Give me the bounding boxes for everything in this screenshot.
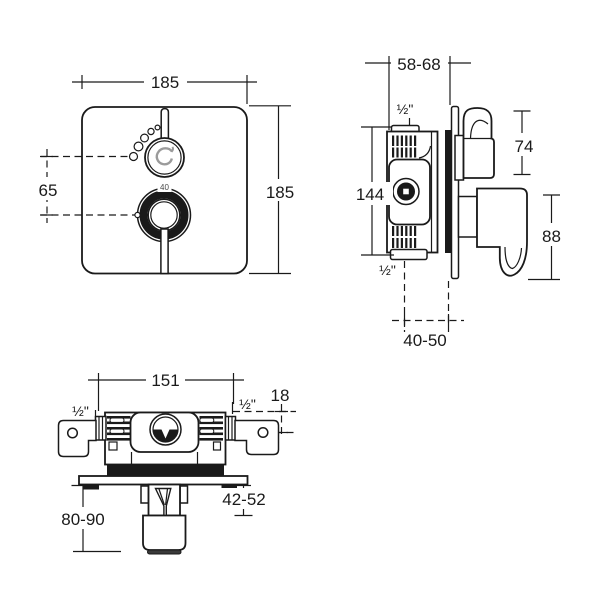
diverter-knob-inner (147, 140, 182, 175)
lower-handle-side (457, 187, 528, 277)
temperature-stem-bottom (160, 228, 169, 275)
diverter-stem-top (160, 107, 170, 143)
upper-handle-label: 74 (515, 137, 534, 156)
dim-lower-handle: 88 (528, 194, 564, 281)
bracket-hole-right (257, 426, 269, 439)
side-top-connection-label: ½" (397, 101, 414, 117)
plate-foot-right (221, 484, 237, 490)
bracket-hole-left (66, 427, 79, 439)
bracket-offset-label: 18 (271, 386, 290, 405)
thread-block-left (107, 416, 131, 451)
thread-texture-top (392, 135, 432, 159)
wall-gasket-side (445, 130, 452, 253)
dim-front-width: 185 (72, 71, 257, 104)
recess-depth-label: 58-68 (397, 55, 440, 74)
seal-gasket-plan (107, 465, 224, 476)
plate-foot-left (83, 484, 99, 490)
spout-rim (147, 549, 182, 555)
dim-outlet-to-wall: 40-50 (392, 261, 464, 350)
front-view: 185 65 (35, 71, 295, 275)
dim-body-height: 144 (347, 126, 394, 256)
ideal-standard-logo (155, 146, 175, 166)
outlet-to-wall-label: 40-50 (403, 331, 446, 350)
temperature-mark-label: 40 (160, 183, 169, 192)
dim-install-width: 151 (88, 369, 244, 411)
install-width-label: 151 (151, 371, 179, 390)
mounting-bracket-left (57, 419, 97, 458)
dim-install-depth: 80-90 (57, 484, 121, 553)
side-view: 58-68 ½" ½" (347, 52, 564, 350)
front-height-label: 185 (266, 183, 294, 202)
installation-view: 151 18 ½" ½" (57, 369, 296, 555)
pipe-nipple-right (224, 415, 237, 441)
spout-assembly (140, 483, 189, 555)
face-plate-side (450, 105, 460, 280)
mounting-bracket-right (234, 419, 280, 456)
dim-handle-offset: 65 (35, 149, 158, 223)
upper-handle-side (454, 107, 495, 181)
dim-front-height: 185 (249, 105, 295, 275)
install-left-connection-label: ½" (72, 403, 89, 419)
dim-upper-handle: 74 (511, 110, 536, 176)
cartridge-boss (392, 177, 420, 206)
bottom-pipe-cap (389, 248, 428, 261)
install-right-connection-label: ½" (239, 396, 256, 412)
diverter-knob (144, 137, 185, 178)
dim-recess-depth: 58-68 (365, 52, 471, 130)
upper-spout-depth-label: 42-52 (222, 490, 265, 509)
outlet-port (149, 413, 182, 446)
handle-offset-label: 65 (39, 181, 58, 200)
dim-upper-spout-depth: 42-52 (218, 484, 270, 517)
setting-dots (128, 124, 161, 162)
temperature-handle: 40 (134, 181, 192, 243)
thread-block-right (199, 416, 223, 451)
face-plate-plan (78, 475, 249, 486)
install-depth-label: 80-90 (61, 510, 104, 529)
front-width-label: 185 (151, 73, 179, 92)
pipe-nipple-left (94, 415, 107, 441)
thread-texture-bottom (392, 226, 417, 248)
lower-handle-label: 88 (542, 227, 561, 246)
side-bottom-connection-label: ½" (379, 262, 396, 278)
body-height-label: 144 (356, 185, 384, 204)
